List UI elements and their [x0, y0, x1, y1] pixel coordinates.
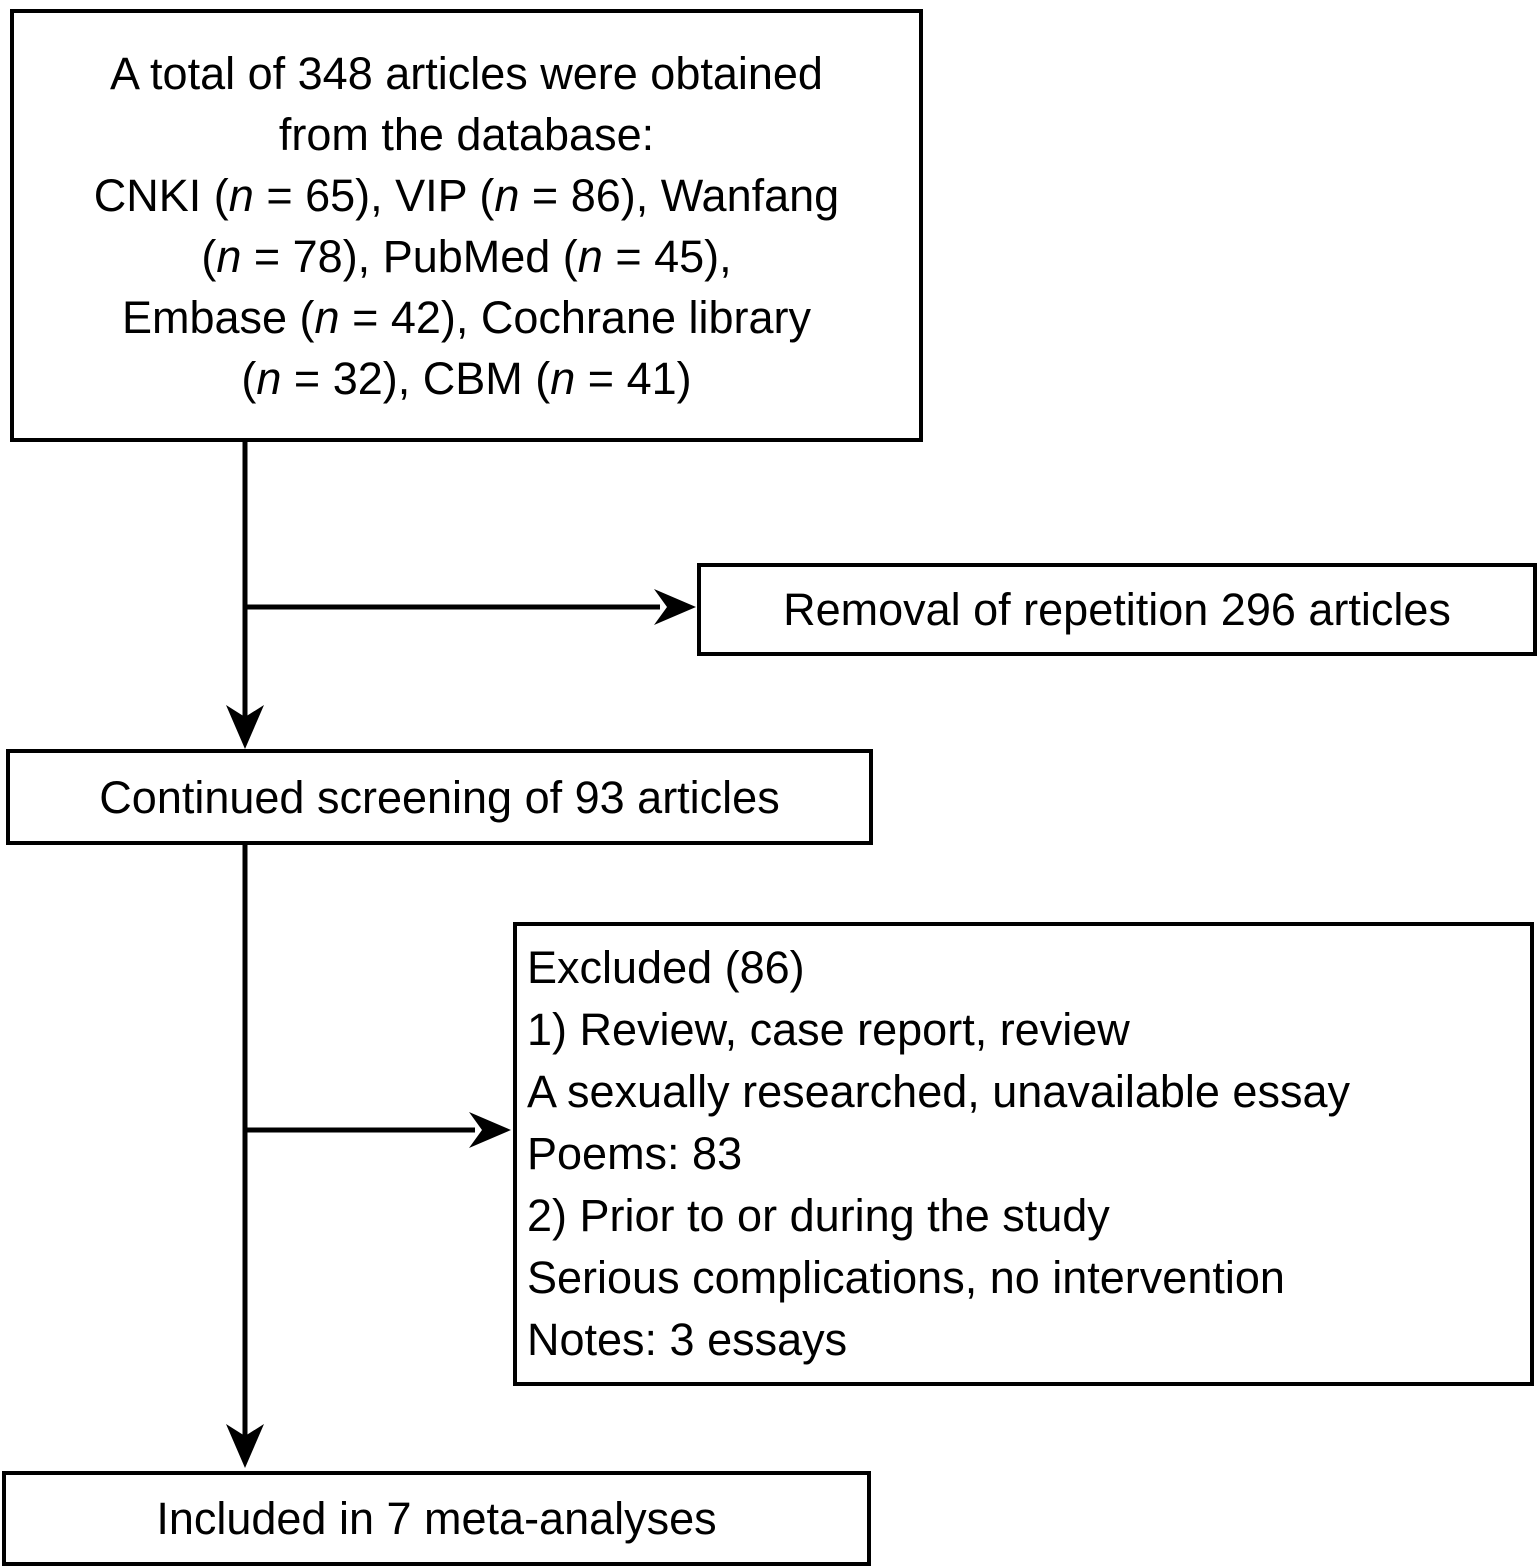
- text-line: Poems: 83: [527, 1128, 743, 1179]
- text-line: Embase (n = 42), Cochrane library: [121, 291, 812, 343]
- box-excluded-reasons: Excluded (86) 1) Review, case report, rev…: [513, 922, 1534, 1386]
- text-line: A sexually researched, unavailable essay: [527, 1066, 1350, 1117]
- box-continued-screening: Continued screening of 93 articles: [6, 749, 873, 845]
- arrowhead-into-removal: [654, 589, 696, 625]
- text-line: (n = 32), CBM (n = 41): [241, 352, 692, 404]
- text-line: 2) Prior to or during the study: [527, 1190, 1110, 1241]
- box-removal-of-repetition: Removal of repetition 296 articles: [697, 563, 1537, 656]
- box-database-sources: A total of 348 articles were obtained fro…: [10, 9, 923, 442]
- removal-text: Removal of repetition 296 articles: [783, 584, 1451, 635]
- text-line: (n = 78), PubMed (n = 45),: [201, 230, 732, 282]
- text-line: Serious complications, no intervention: [527, 1252, 1285, 1303]
- text-line: Excluded (86): [527, 942, 805, 993]
- text-line: A total of 348 articles were obtained: [110, 47, 823, 99]
- text-line: Notes: 3 essays: [527, 1314, 848, 1365]
- text-line: from the database:: [278, 108, 655, 160]
- arrowhead-into-included: [226, 1424, 264, 1468]
- arrowhead-into-screening: [226, 705, 264, 749]
- text-line: 1) Review, case report, review: [527, 1004, 1130, 1055]
- arrowhead-into-excluded: [469, 1112, 511, 1148]
- box-included-meta-analyses: Included in 7 meta-analyses: [2, 1471, 871, 1566]
- text-line: CNKI (n = 65), VIP (n = 86), Wanfang: [93, 169, 840, 221]
- screening-text: Continued screening of 93 articles: [99, 771, 780, 823]
- included-text: Included in 7 meta-analyses: [156, 1493, 717, 1544]
